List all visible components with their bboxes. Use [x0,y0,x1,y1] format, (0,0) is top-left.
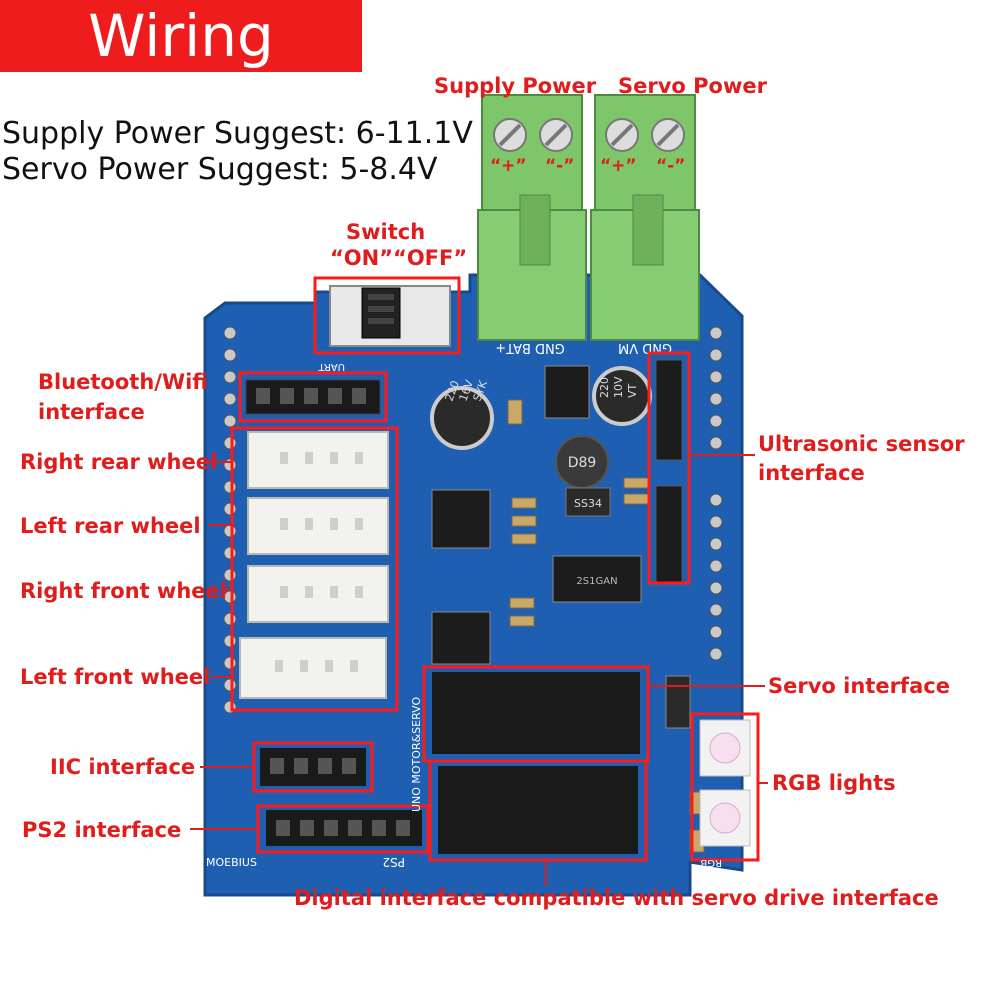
rgb-leds [699,719,751,847]
power-switch [329,285,451,347]
switch-highlight-box [313,276,461,355]
label-supply-plus: “+” [490,156,527,176]
iic-header [260,748,366,786]
motor-connector-pins [275,452,363,672]
label-iic-interface: IIC interface [50,755,196,779]
label-left-rear-wheel: Left rear wheel [20,514,201,538]
bluetooth-header [245,379,381,415]
capacitor-1: 220 16V SYK [430,378,494,450]
digital-highlight-box [428,759,648,862]
right-header-pins [709,326,723,661]
svg-text:SS34: SS34 [574,497,602,510]
servo-terminal-block [590,94,700,341]
label-servo-power: Servo Power [618,74,767,98]
svg-text:D89: D89 [568,455,597,471]
leader-lines [190,454,768,886]
chips [431,365,642,665]
label-rgb-lights: RGB lights [772,771,896,795]
label-ultrasonic-sensor: Ultrasonic sensor [758,432,965,456]
jumper [665,675,691,729]
silk-brand: MOEBIUS [206,856,257,869]
rgb-highlight-box [690,712,760,862]
title-banner [0,0,362,72]
page-title: Wiring [88,2,274,70]
label-servo-minus: “-” [656,156,686,176]
label-supply-minus: “-” [545,156,575,176]
supply-terminal-block [477,94,587,341]
label-right-rear-wheel: Right rear wheel [20,450,218,474]
label-supply-power: Supply Power [434,74,597,98]
label-ps2-interface: PS2 interface [22,818,182,842]
supply-power-spec: Supply Power Suggest: 6-11.1V [2,116,473,151]
bluetooth-highlight-box [238,371,388,423]
silk-rgb: RGB [700,857,722,868]
svg-text:VT: VT [626,383,639,398]
ultrasonic-headers [655,359,683,583]
ultrasonic-highlight-box [647,351,691,585]
silk-gnd-vm: GND VM [618,340,672,355]
label-bluetooth: Bluetooth/Wifi [38,370,208,394]
silk-board-model: UNO MOTOR&SERVO [410,697,423,812]
label-switch: Switch [346,220,426,244]
silk-gnd-bat: GND BAT+ [495,340,565,355]
svg-text:220: 220 [598,377,611,398]
servo-power-spec: Servo Power Suggest: 5-8.4V [2,152,438,187]
label-servo-interface: Servo interface [768,674,950,698]
inductor: D89 [555,435,609,489]
digital-header-block [438,766,638,854]
servo-header-block [432,672,640,754]
ps2-header [266,810,422,846]
motor-highlight-box [230,426,399,712]
motor-connectors [239,431,389,699]
label-ultrasonic-interface: interface [758,461,865,485]
label-digital-interface: Digital interface compatible with servo … [294,886,939,910]
diode: SS34 [565,487,611,517]
label-left-front-wheel: Left front wheel [20,665,211,689]
capacitor-2: 220 10V VT [592,366,652,426]
label-servo-plus: “+” [600,156,637,176]
label-bluetooth-interface: interface [38,400,145,424]
label-right-front-wheel: Right front wheel [20,579,227,603]
label-switch-states: “ON”“OFF” [330,246,468,270]
silk-uart: UART [318,361,345,372]
svg-text:10V: 10V [612,376,625,398]
silk-ps2: PS2 [383,855,406,869]
silk-chip: 2S1GAN [576,576,617,587]
